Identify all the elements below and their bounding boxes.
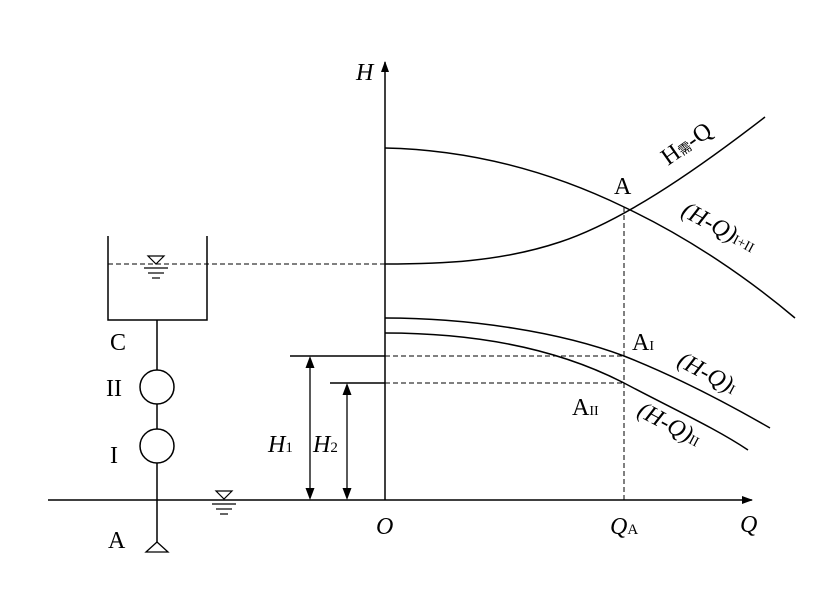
required-curve (384, 116, 766, 265)
h2-label-main: H (312, 432, 332, 458)
h1-label: H1 (267, 432, 293, 458)
combined-curve-label: (H-Q)I+II (677, 197, 761, 258)
qa-label: QA (610, 514, 638, 540)
q-axis-label: Q (740, 512, 757, 538)
h-axis-label: H (355, 60, 375, 86)
point-a2-sub: II (589, 404, 599, 419)
pump2-curve (384, 332, 749, 451)
h2-arrowhead-top (342, 383, 352, 395)
h1-label-sub: 1 (285, 440, 293, 456)
base-support-icon (144, 541, 170, 553)
pump2-curve-label: (H-Q)II (633, 397, 706, 452)
qa-label-main: Q (610, 514, 627, 540)
svg-text:(H-Q)I: (H-Q)I (673, 347, 741, 400)
h1-label-main: H (267, 432, 287, 458)
pump-2-label: II (106, 376, 122, 402)
origin-label: O (376, 514, 393, 540)
pump1-label-main: (H-Q) (673, 347, 737, 397)
h2-arrowhead-bottom (342, 488, 352, 500)
pump1-curve (384, 317, 771, 429)
svg-text:H需-Q: H需-Q (657, 118, 718, 171)
base-label: A (108, 528, 126, 554)
pump-1-label: I (110, 443, 118, 469)
svg-text:(H-Q)I+II: (H-Q)I+II (677, 197, 761, 258)
pump1-curve-label: (H-Q)I (673, 347, 741, 400)
pump1-label-sub: I (726, 383, 737, 399)
qa-label-sub: A (627, 522, 638, 538)
point-a1-main: A (632, 330, 650, 356)
point-a1-sub: I (649, 339, 654, 354)
svg-text:(H-Q)II: (H-Q)II (633, 397, 706, 452)
pump-1-icon (139, 428, 175, 464)
point-a-label: A (614, 174, 632, 200)
ground-water-level-icon (212, 490, 236, 515)
h1-arrowhead-bottom (305, 488, 315, 500)
required-curve-label: H需-Q (657, 118, 718, 171)
h2-label-sub: 2 (330, 440, 338, 456)
combined-curve (384, 147, 796, 319)
tank-label: C (110, 330, 126, 356)
point-a2-main: A (572, 395, 590, 421)
point-a2-label: AII (572, 395, 599, 421)
tank-water-level-icon (144, 255, 168, 279)
h2-label: H2 (312, 432, 338, 458)
pump-2-icon (139, 369, 175, 405)
h1-arrowhead-top (305, 356, 315, 368)
point-a1-label: AI (632, 330, 654, 356)
